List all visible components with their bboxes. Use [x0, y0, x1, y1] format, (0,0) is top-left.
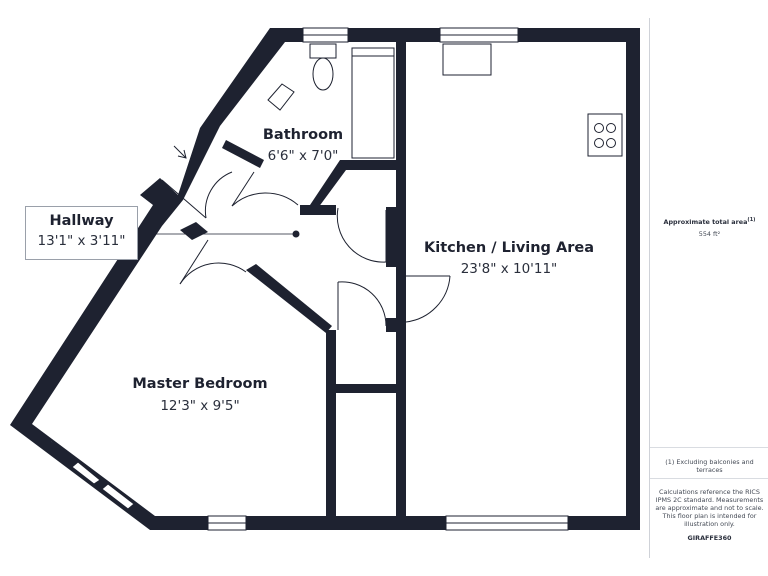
bathroom-dimensions: 6'6" x 7'0": [267, 148, 339, 164]
kitchen-name: Kitchen / Living Area: [424, 240, 594, 256]
windows: [39, 27, 569, 531]
bedroom-dimensions: 12'3" x 9'5": [160, 398, 240, 414]
info-panel: Approximate total area(1) 554 ft² (1) Ex…: [649, 18, 768, 558]
outer-walls: [10, 28, 640, 530]
bathroom-name: Bathroom: [262, 127, 344, 143]
hallway-label-box: Hallway 13'1" x 3'11": [25, 206, 138, 260]
toilet: [312, 57, 334, 91]
hob: [587, 113, 623, 157]
disclaimer: Calculations reference the RICS IPMS 2C …: [655, 488, 764, 528]
kitchen-dimensions: 23'8" x 10'11": [460, 261, 558, 277]
interior-walls: [180, 42, 406, 516]
area-label: Approximate total area(1): [663, 217, 756, 227]
hallway-pointer-dot: [292, 230, 300, 238]
kitchen-sink: [442, 43, 492, 76]
footnote: (1) Excluding balconies and terraces: [665, 458, 754, 474]
brand-logo: GIRAFFE360: [687, 534, 732, 542]
area-value: 554 ft²: [698, 230, 721, 238]
hallway-name: Hallway: [49, 213, 114, 229]
hallway-dimensions: 13'1" x 3'11": [37, 233, 126, 249]
bathroom-sink: [267, 83, 295, 111]
fixtures: [267, 43, 623, 159]
bathtub: [351, 47, 395, 159]
bedroom-name: Master Bedroom: [132, 376, 268, 392]
door-swings: [161, 171, 451, 512]
entrance-arrow-icon: [173, 145, 187, 159]
